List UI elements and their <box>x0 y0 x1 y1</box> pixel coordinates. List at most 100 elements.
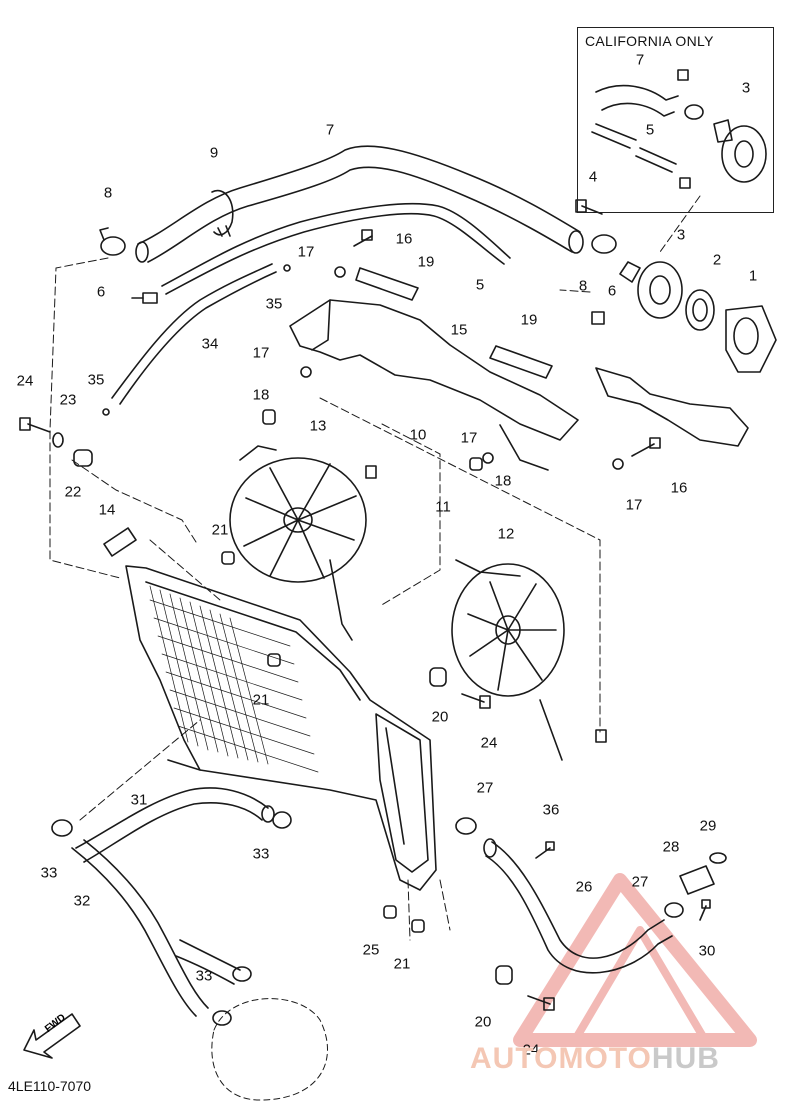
grommet-17-d <box>612 458 624 470</box>
california-housing-3 <box>713 119 767 183</box>
collar-21-b <box>267 653 281 667</box>
callout-label: 28 <box>662 838 680 856</box>
callout-label: 27 <box>631 873 649 891</box>
callout-label: 27 <box>476 779 494 797</box>
callout-label: 23 <box>59 391 77 409</box>
fwd-arrow-icon <box>23 1013 81 1059</box>
watermark-logo <box>513 873 757 1047</box>
bolt-6-left <box>131 292 158 304</box>
bolt-16-right <box>631 437 661 457</box>
fan-12 <box>451 559 607 761</box>
callout-label: 9 <box>209 144 219 162</box>
clamp-8-right <box>591 234 617 254</box>
callout-label: 29 <box>699 817 717 835</box>
callout-label: 17 <box>625 496 643 514</box>
callout-label: 2 <box>712 251 722 269</box>
callout-label: 20 <box>474 1013 492 1031</box>
callout-label: 5 <box>645 121 655 139</box>
callout-label: 30 <box>698 942 716 960</box>
callout-label: 14 <box>98 501 116 519</box>
callout-label: 21 <box>211 521 229 539</box>
callout-label: 18 <box>252 386 270 404</box>
collar-18-a <box>262 409 276 425</box>
washer-23 <box>52 432 64 448</box>
callout-label: 17 <box>297 243 315 261</box>
callout-label: 16 <box>670 479 688 497</box>
hose-32 <box>71 839 241 1017</box>
housing-cover-3 <box>619 261 683 319</box>
callout-label: 10 <box>409 426 427 444</box>
california-clamp <box>677 69 704 189</box>
callout-label: 21 <box>252 691 270 709</box>
callout-label: 24 <box>480 734 498 752</box>
california-only-label: CALIFORNIA ONLY <box>585 33 714 49</box>
clamp-27-a <box>455 817 477 835</box>
hose-26 <box>483 838 673 974</box>
callout-label: 17 <box>460 429 478 447</box>
callout-label: 13 <box>309 417 327 435</box>
hose-34 <box>111 263 277 405</box>
callout-label: 11 <box>435 498 451 516</box>
hose-clamp-8-left <box>99 227 126 256</box>
damper-20-a <box>429 667 447 687</box>
bolt-30 <box>699 899 711 921</box>
california-only-box <box>577 27 774 213</box>
callout-label: 24 <box>16 372 34 390</box>
callout-label: 1 <box>748 267 758 285</box>
callout-label: 32 <box>73 892 91 910</box>
callout-label: 18 <box>494 472 512 490</box>
radiator-11 <box>125 565 437 891</box>
collar-25 <box>383 905 397 919</box>
clamp-33-c <box>232 966 252 982</box>
bolt-36 <box>535 841 555 859</box>
bolt-16-top <box>353 229 373 247</box>
callout-label: 15 <box>450 321 468 339</box>
reservoir-dashed <box>211 998 328 1101</box>
grommet-17-b <box>300 366 312 378</box>
callout-label: 5 <box>475 276 485 294</box>
sensor-28 <box>679 865 715 895</box>
collar-18-b <box>469 457 483 471</box>
diagram-code: 4LE110-7070 <box>8 1078 92 1094</box>
clip-35-lower <box>102 408 110 416</box>
hose-5 <box>161 202 511 295</box>
housing-1 <box>725 305 777 373</box>
watermark-part-a: AUTOMOTO <box>470 1042 652 1075</box>
callout-label: 19 <box>520 311 538 329</box>
callout-label: 8 <box>103 184 113 202</box>
callout-label: 20 <box>431 708 449 726</box>
watermark-part-b: HUB <box>651 1042 720 1075</box>
leader-lines <box>49 195 701 941</box>
callout-label: 12 <box>497 525 515 543</box>
clip-35-upper <box>283 264 291 272</box>
callout-label: 8 <box>578 277 588 295</box>
callout-label: 35 <box>87 371 105 389</box>
callout-label: 24 <box>522 1041 540 1059</box>
callout-label: 17 <box>252 344 270 362</box>
callout-label: 4 <box>588 168 598 186</box>
grommet-17-c <box>482 452 494 464</box>
bracket-15 <box>289 299 579 471</box>
callout-label: 31 <box>130 791 148 809</box>
damper-22 <box>73 449 93 467</box>
callout-label: 22 <box>64 483 82 501</box>
callout-label: 33 <box>252 845 270 863</box>
callout-label: 3 <box>741 79 751 97</box>
rubber-14 <box>103 527 137 557</box>
collar-21-a <box>221 551 235 565</box>
callout-label: 7 <box>635 51 645 69</box>
thermostat-2 <box>685 289 715 331</box>
hose-clamp-9 <box>211 189 234 237</box>
bolt-24-mid <box>461 693 491 709</box>
collar-21-c <box>411 919 425 933</box>
callout-label: 21 <box>393 955 411 973</box>
callout-label: 33 <box>40 864 58 882</box>
callout-label: 6 <box>96 283 106 301</box>
hose-31 <box>75 787 275 863</box>
california-hose-7 <box>595 84 679 117</box>
bolt-24-left <box>19 417 51 433</box>
bolt-6-right <box>591 311 605 325</box>
clamp-33-b <box>272 811 292 829</box>
fan-13 <box>229 445 377 641</box>
